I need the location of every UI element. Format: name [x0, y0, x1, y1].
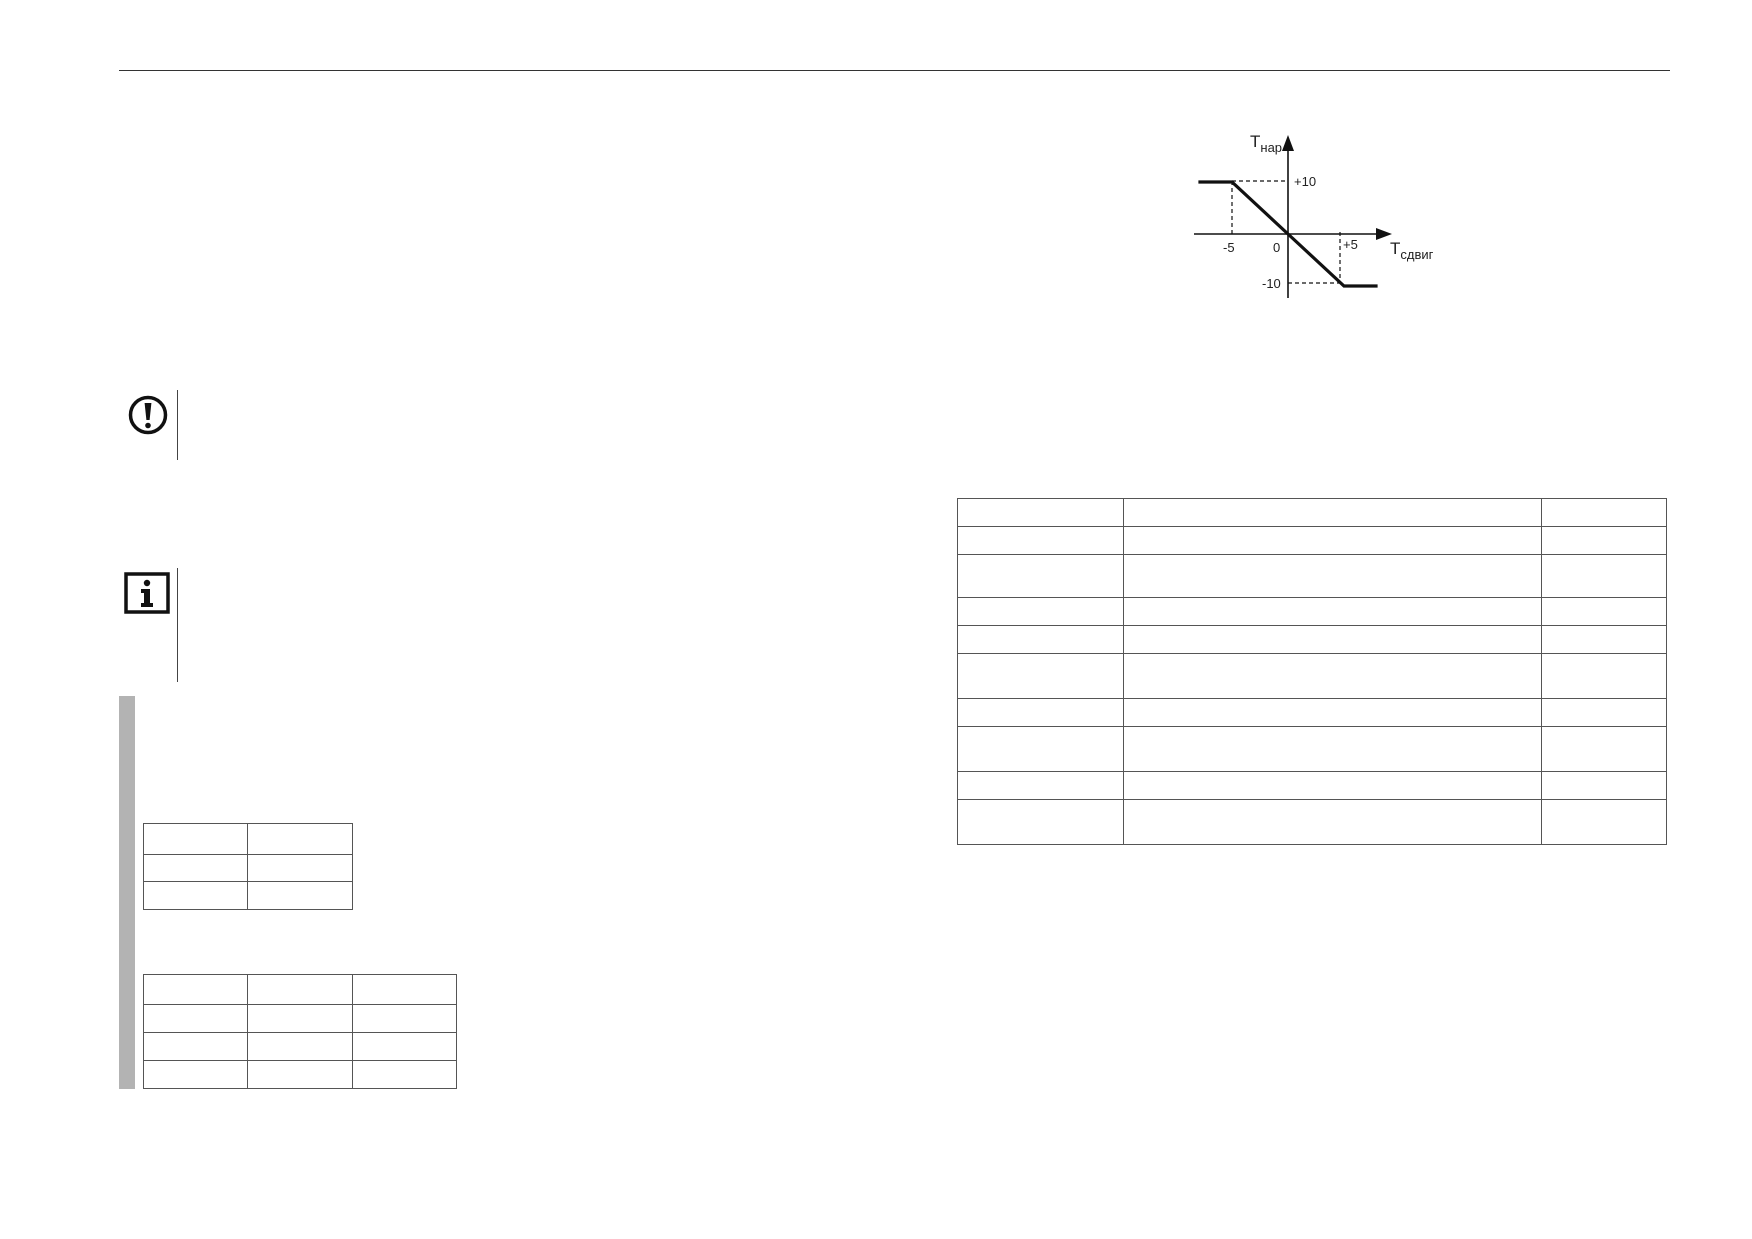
table-cell	[957, 799, 1124, 845]
table-cell	[957, 526, 1124, 555]
characteristic-curve	[1198, 180, 1378, 288]
table-cell	[1541, 625, 1667, 654]
table-row	[957, 653, 1667, 699]
table-cell	[247, 1004, 353, 1033]
table-cell	[143, 854, 248, 882]
info-icon	[124, 572, 170, 614]
table-cell	[1123, 526, 1542, 555]
header-rule	[119, 70, 1670, 71]
table-cell	[352, 974, 457, 1005]
y-axis-label-base: T	[1250, 132, 1260, 151]
table-cell	[1541, 526, 1667, 555]
side-bar	[119, 696, 135, 1089]
graph-guides	[1231, 180, 1341, 284]
warning-icon	[128, 395, 168, 435]
info-callout-bar	[177, 568, 178, 682]
table-row	[143, 1004, 457, 1033]
table-cell	[1123, 597, 1542, 626]
y-axis-label: Tнар	[1250, 132, 1282, 155]
warning-callout-bar	[177, 390, 178, 460]
graph-labels: Tнар Tсдвиг +10 -10 +5 -5 0	[1223, 132, 1434, 291]
table-cell	[957, 597, 1124, 626]
table-row	[957, 625, 1667, 654]
table-cell	[1123, 554, 1542, 598]
table-row	[957, 799, 1667, 845]
table-cell	[352, 1060, 457, 1089]
table-row	[143, 881, 353, 910]
y-axis-arrow	[1282, 135, 1294, 151]
table-cell	[1541, 698, 1667, 727]
y-axis-label-sub: нар	[1260, 140, 1282, 155]
table-cell	[247, 823, 353, 855]
small-table-2	[143, 974, 457, 1089]
table-cell	[143, 1032, 248, 1061]
x-axis-label: Tсдвиг	[1390, 239, 1434, 262]
table-cell	[1123, 653, 1542, 699]
table-cell	[1541, 726, 1667, 772]
table-cell	[957, 653, 1124, 699]
tick-x-neg: -5	[1223, 240, 1235, 255]
small-table-1	[143, 823, 353, 910]
table-cell	[1541, 498, 1667, 527]
parameter-table	[957, 498, 1667, 845]
tick-y-pos: +10	[1294, 174, 1316, 189]
table-row	[957, 726, 1667, 772]
table-cell	[957, 698, 1124, 727]
table-cell	[143, 1004, 248, 1033]
table-row	[143, 974, 457, 1005]
table-row	[143, 854, 353, 882]
table-cell	[1123, 799, 1542, 845]
table-cell	[1123, 498, 1542, 527]
table-cell	[143, 881, 248, 910]
table-row	[957, 554, 1667, 598]
characteristic-graph: Tнар Tсдвиг +10 -10 +5 -5 0	[1194, 132, 1434, 298]
table-cell	[1123, 698, 1542, 727]
graph-axes	[1194, 135, 1392, 298]
table-row	[143, 823, 353, 855]
table-cell	[247, 1060, 353, 1089]
table-row	[143, 1032, 457, 1061]
table-cell	[957, 771, 1124, 800]
x-axis-arrow	[1376, 228, 1392, 240]
table-cell	[143, 823, 248, 855]
table-cell	[1123, 771, 1542, 800]
table-cell	[1541, 771, 1667, 800]
table-cell	[1123, 625, 1542, 654]
tick-x-pos: +5	[1343, 237, 1358, 252]
table-cell	[352, 1004, 457, 1033]
table-cell	[247, 854, 353, 882]
table-cell	[1541, 554, 1667, 598]
table-cell	[1123, 726, 1542, 772]
table-cell	[957, 726, 1124, 772]
table-cell	[143, 1060, 248, 1089]
table-cell	[957, 625, 1124, 654]
table-row	[143, 1060, 457, 1089]
table-cell	[247, 881, 353, 910]
table-row	[957, 698, 1667, 727]
table-cell	[1541, 799, 1667, 845]
table-cell	[247, 974, 353, 1005]
table-cell	[143, 974, 248, 1005]
x-axis-label-base: T	[1390, 239, 1400, 258]
table-row	[957, 771, 1667, 800]
table-cell	[957, 554, 1124, 598]
table-cell	[957, 498, 1124, 527]
table-cell	[247, 1032, 353, 1061]
table-cell	[352, 1032, 457, 1061]
table-row	[957, 526, 1667, 555]
table-row	[957, 498, 1667, 527]
table-row	[957, 597, 1667, 626]
table-cell	[1541, 653, 1667, 699]
tick-origin: 0	[1273, 240, 1280, 255]
table-cell	[1541, 597, 1667, 626]
tick-y-neg: -10	[1262, 276, 1281, 291]
x-axis-label-sub: сдвиг	[1400, 247, 1433, 262]
